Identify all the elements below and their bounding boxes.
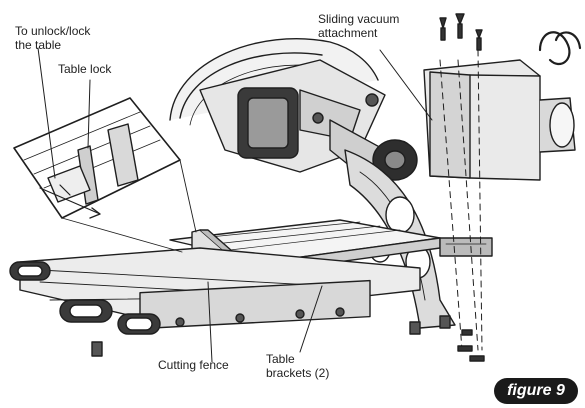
inset-leaders: [61, 159, 197, 253]
callout-leaders: [37, 47, 433, 363]
base-rails: [19, 247, 421, 330]
figure-number-badge: figure 9: [494, 378, 578, 404]
label-table-brackets: Table brackets (2): [266, 352, 330, 380]
label-unlock-lock-table: To unlock/lock the table: [15, 24, 91, 52]
label-table-lock: Table lock: [58, 62, 112, 76]
alignment-lines: [439, 49, 483, 351]
table-bracket: [439, 237, 493, 257]
carry-handles: [9, 261, 161, 335]
vacuum-attachment: [423, 31, 582, 181]
screws: [439, 13, 485, 362]
label-sliding-vacuum-attachment: Sliding vacuum attachment: [318, 12, 400, 40]
feet: [91, 315, 451, 357]
label-cutting-fence: Cutting fence: [158, 358, 229, 372]
table-lock-inset: [13, 97, 181, 219]
